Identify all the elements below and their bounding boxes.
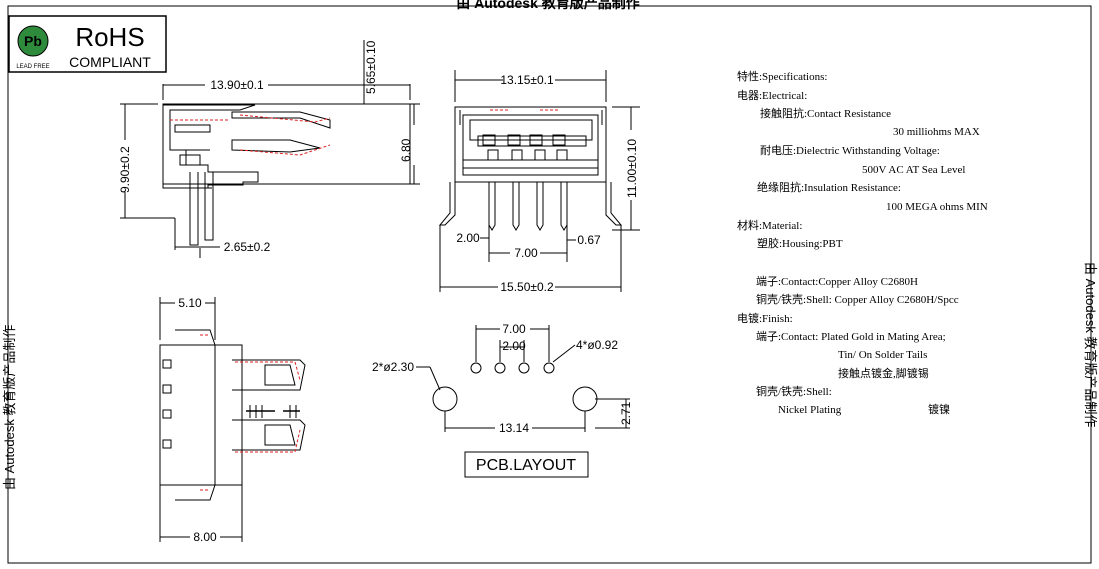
pcb-small-holes-label: 4*ø0.92 [576,338,618,352]
sheet-border [7,5,1092,564]
body-height-label: 6.80 [399,138,413,162]
front-total-width-label: 15.50±0.2 [500,280,554,294]
spec-line: 接触阻抗:Contact Resistance [760,106,891,120]
rohs-title: RoHS [75,22,144,52]
front-view [438,70,640,292]
pcb-large-hole [572,386,598,412]
pcb-hole-spacing-label: 13.14 [499,421,529,435]
pcb-large-hole [432,386,458,412]
spec-line: 电器:Electrical: [737,89,807,102]
spec-line: 端子:Contact: Plated Gold in Mating Area; [756,330,946,343]
spec-line: 电镀:Finish: [737,311,793,325]
front-pin-span-label: 7.00 [514,246,538,260]
pcb-small-hole [543,362,555,374]
front-top-width-label: 13.15±0.1 [500,73,554,87]
spec-line: 镀镍 [928,402,950,416]
pcb-layout [416,325,630,478]
front-height-label: 11.00±0.10 [625,139,639,198]
front-left-gap-label: 2.00 [456,231,480,245]
pcb-offset-label: 2.71 [619,401,633,425]
top-watermark: 由 Autodesk 教育版产品制作 [456,0,640,11]
spec-line: 材料:Material: [737,218,802,232]
pcb-small-hole [518,362,530,374]
spec-line: 30 milliohms MAX [893,126,980,138]
spec-line: 端子:Contact:Copper Alloy C2680H [756,275,918,288]
badge-letters: Pb [24,33,42,49]
side-view [120,40,420,258]
spec-line: 铜壳/铁壳:Shell: [756,384,832,398]
pcb-small-hole [494,362,506,374]
spec-line: 特性:Specifications: [737,69,827,83]
top-offset-label: 5.65±0.10 [364,40,378,94]
pcb-title-box [464,451,589,478]
pcb-title: PCB.LAYOUT [476,457,576,474]
top-tab-width-label: 5.10 [178,296,202,310]
spec-line: 铜壳/铁壳:Shell: Copper Alloy C2680H/Spcc [756,292,959,306]
lead-free-badge-icon [17,25,49,57]
spec-line: 塑胶:Housing:PBT [757,236,843,250]
rohs-logo: Pb LEAD FREE RoHS COMPLIANT [8,15,167,73]
side-height-label: 9.90±0.2 [118,146,132,193]
top-view [159,297,306,542]
badge-caption: LEAD FREE [16,64,49,70]
spec-line: 500V AC AT Sea Level [862,164,965,176]
top-depth-label: 8.00 [193,530,217,544]
right-watermark: 由 Autodesk 教育版产品制作 [1083,262,1098,427]
front-pin-width-label: 0.67 [577,233,601,247]
spec-line: 100 MEGA ohms MIN [886,201,988,213]
pcb-outer-span-label: 7.00 [502,322,526,336]
pcb-pin-pitch-label: 2.00 [502,339,526,353]
rohs-subtitle: COMPLIANT [69,54,151,70]
spec-line: 接触点镀金,脚镀锡 [838,366,929,380]
pin-offset-label: 2.65±0.2 [224,240,271,254]
pcb-large-holes-label: 2*ø2.30 [372,360,414,374]
spec-line: 耐电压:Dielectric Withstanding Voltage: [760,144,940,157]
left-watermark: 由 Autodesk 教育版产品制作 [2,325,17,490]
spec-line: Nickel Plating [778,404,842,416]
spec-line: 绝缘阻抗:Insulation Resistance: [757,180,901,194]
side-width-label: 13.90±0.1 [210,78,264,92]
pcb-small-hole [470,362,482,374]
spec-line: Tin/ On Solder Tails [838,349,927,361]
specifications: 特性:Specifications: 电器:Electrical: 接触阻抗:C… [737,69,988,416]
